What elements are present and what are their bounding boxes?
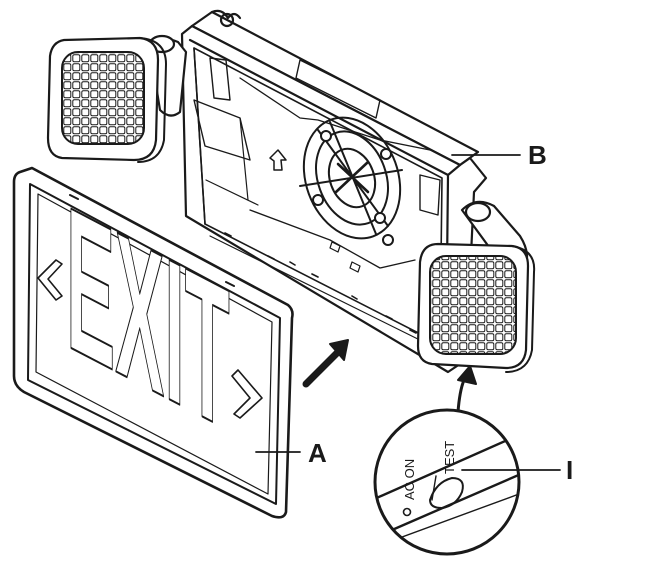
right-chevron-icon (231, 369, 263, 419)
magnify-pointer-arrow (456, 365, 477, 414)
ac-on-label: AC ON (402, 459, 417, 500)
callout-b-label: B (528, 140, 547, 170)
right-lamp-head (416, 200, 536, 373)
callout-a-label: A (308, 438, 327, 468)
test-label: TEST (442, 441, 457, 474)
indicator-magnifier: AC ON TEST (373, 408, 521, 556)
callout-i-label: I (566, 455, 573, 485)
left-lamp-head (46, 34, 188, 163)
battery-holder (299, 116, 403, 246)
assembly-arrow (302, 339, 349, 388)
left-chevron-icon (37, 259, 63, 301)
housing-unit (180, 9, 488, 374)
